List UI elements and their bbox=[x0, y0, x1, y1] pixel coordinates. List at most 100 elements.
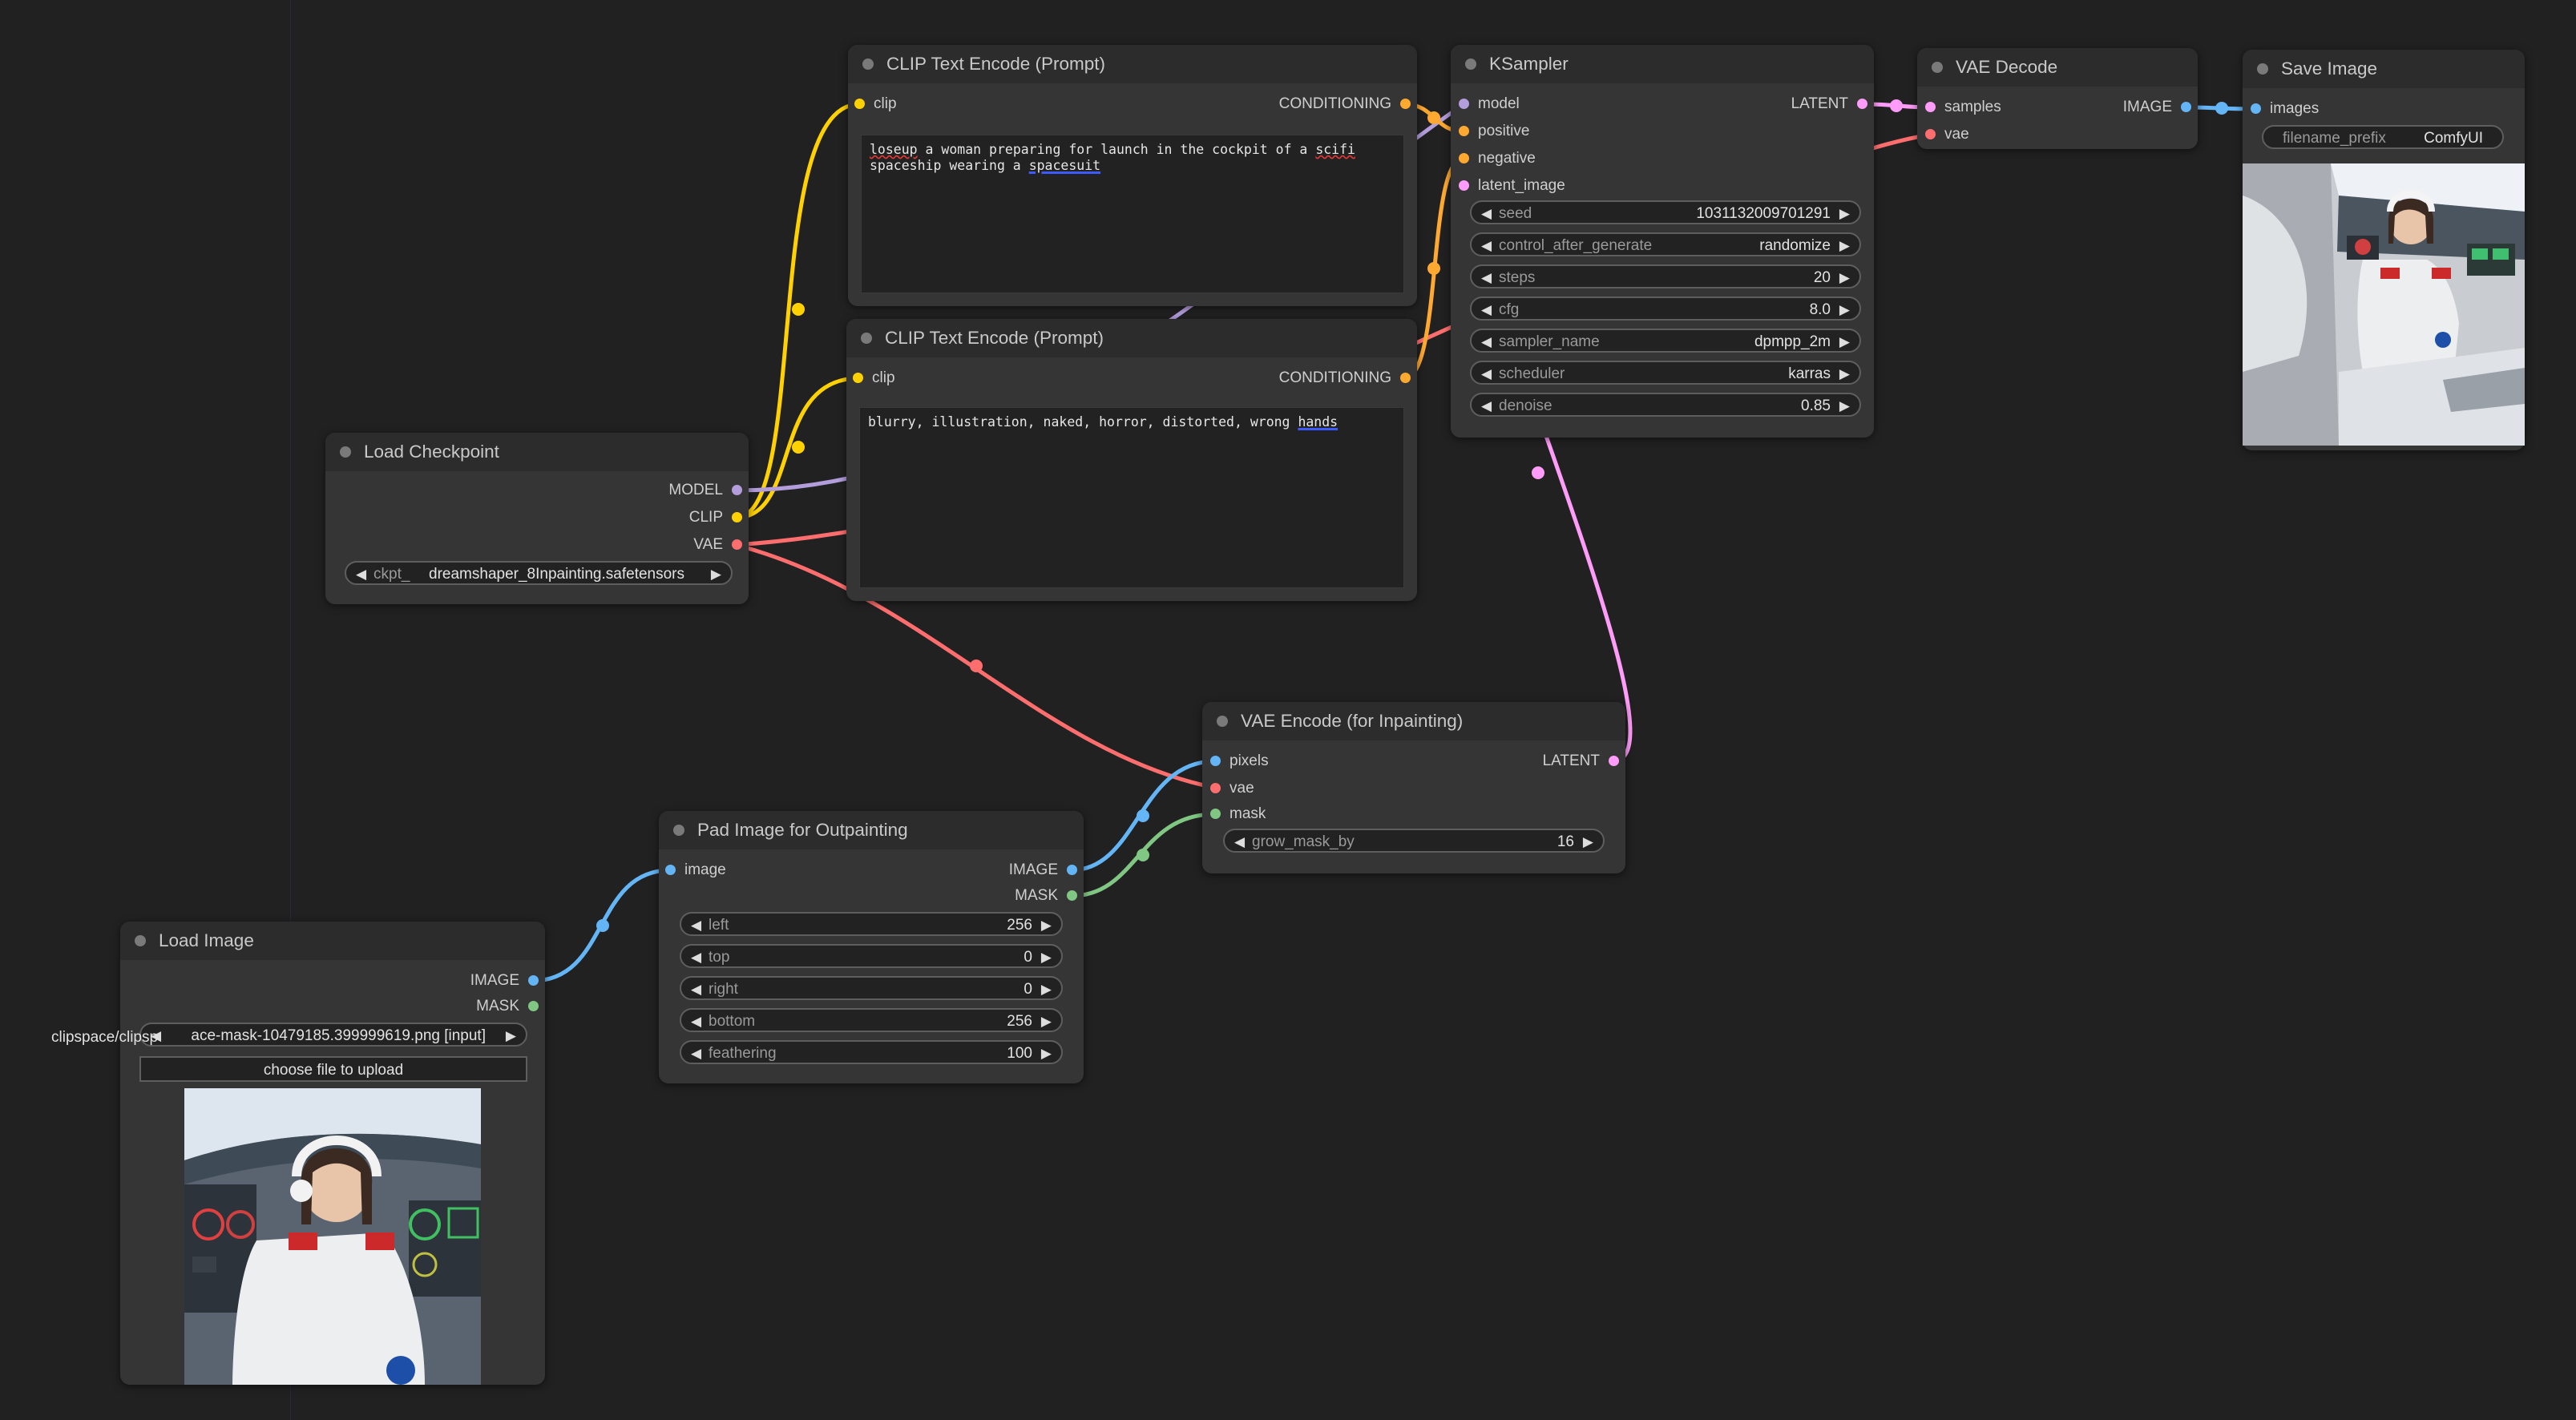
decrement-arrow-icon[interactable]: ◀ bbox=[691, 982, 702, 997]
input-slot-samples[interactable]: samples bbox=[1925, 96, 2001, 119]
output-pin-icon[interactable] bbox=[732, 512, 742, 522]
input-pin-icon[interactable] bbox=[1459, 126, 1469, 136]
input-pin-icon[interactable] bbox=[1459, 180, 1469, 191]
node-title[interactable]: CLIP Text Encode (Prompt) bbox=[846, 319, 1417, 357]
increment-arrow-icon[interactable]: ▶ bbox=[1040, 982, 1052, 997]
decrement-arrow-icon[interactable]: ◀ bbox=[691, 918, 702, 933]
output-slot-mask[interactable]: MASK bbox=[476, 995, 539, 1018]
output-pin-icon[interactable] bbox=[1609, 756, 1619, 766]
output-pin-icon[interactable] bbox=[1857, 99, 1867, 109]
input-slot-vae[interactable]: vae bbox=[1925, 123, 1969, 146]
output-slot-image[interactable]: IMAGE bbox=[1009, 859, 1077, 881]
node-title[interactable]: Load Checkpoint bbox=[325, 433, 749, 471]
output-pin-icon[interactable] bbox=[2181, 102, 2191, 112]
input-pin-icon[interactable] bbox=[1925, 102, 1936, 112]
increment-arrow-icon[interactable]: ▶ bbox=[1040, 1014, 1052, 1029]
output-pin-icon[interactable] bbox=[1067, 865, 1077, 875]
input-slot-latent-image[interactable]: latent_image bbox=[1459, 175, 1565, 197]
decrement-arrow-icon[interactable]: ◀ bbox=[1481, 206, 1492, 221]
node-title[interactable]: Save Image bbox=[2243, 50, 2525, 88]
output-slot-mask[interactable]: MASK bbox=[1015, 885, 1077, 907]
output-pin-icon[interactable] bbox=[732, 539, 742, 550]
collapse-dot-icon[interactable] bbox=[2257, 63, 2268, 75]
collapse-dot-icon[interactable] bbox=[1217, 716, 1228, 727]
output-pin-icon[interactable] bbox=[528, 975, 539, 986]
node-load-checkpoint[interactable]: Load Checkpoint MODEL CLIP VAE ◀ckpt_dre… bbox=[325, 433, 749, 604]
decrement-arrow-icon[interactable]: ◀ bbox=[1481, 238, 1492, 253]
node-title[interactable]: VAE Encode (for Inpainting) bbox=[1202, 702, 1625, 740]
node-load-image[interactable]: Load Image IMAGE MASK ◀ace-mask-10479185… bbox=[120, 922, 545, 1385]
node-title[interactable]: CLIP Text Encode (Prompt) bbox=[848, 45, 1417, 83]
increment-arrow-icon[interactable]: ▶ bbox=[1839, 366, 1850, 381]
input-pin-icon[interactable] bbox=[853, 373, 863, 383]
collapse-dot-icon[interactable] bbox=[340, 446, 351, 458]
output-pin-icon[interactable] bbox=[528, 1001, 539, 1011]
output-slot-conditioning[interactable]: CONDITIONING bbox=[1279, 93, 1411, 115]
collapse-dot-icon[interactable] bbox=[1932, 62, 1943, 73]
node-title[interactable]: VAE Decode bbox=[1917, 48, 2198, 87]
input-slot-images[interactable]: images bbox=[2251, 98, 2319, 120]
node-vae-decode[interactable]: VAE Decode samples vae IMAGE bbox=[1917, 48, 2198, 149]
decrement-arrow-icon[interactable]: ◀ bbox=[1481, 398, 1492, 413]
output-pin-icon[interactable] bbox=[732, 485, 742, 495]
collapse-dot-icon[interactable] bbox=[1465, 58, 1476, 70]
node-title[interactable]: Load Image bbox=[120, 922, 545, 960]
output-slot-conditioning[interactable]: CONDITIONING bbox=[1279, 367, 1411, 389]
widget-image-select[interactable]: ◀ace-mask-10479185.399999619.png [input]… bbox=[139, 1023, 527, 1047]
input-slot-vae[interactable]: vae bbox=[1210, 777, 1254, 800]
node-pad-image-outpainting[interactable]: Pad Image for Outpainting image IMAGE MA… bbox=[659, 811, 1084, 1083]
increment-arrow-icon[interactable]: ▶ bbox=[1040, 950, 1052, 965]
increment-arrow-icon[interactable]: ▶ bbox=[1839, 302, 1850, 317]
collapse-dot-icon[interactable] bbox=[135, 935, 146, 946]
node-vae-encode-inpainting[interactable]: VAE Encode (for Inpainting) pixels vae m… bbox=[1202, 702, 1625, 873]
output-image-preview[interactable] bbox=[2243, 163, 2525, 446]
widget-ckpt-name[interactable]: ◀ckpt_dreamshaper_8Inpainting.safetensor… bbox=[345, 561, 733, 585]
input-slot-image[interactable]: image bbox=[665, 859, 726, 881]
input-pin-icon[interactable] bbox=[1210, 783, 1221, 793]
input-pin-icon[interactable] bbox=[854, 99, 865, 109]
input-slot-clip[interactable]: clip bbox=[854, 93, 897, 115]
collapse-dot-icon[interactable] bbox=[861, 333, 872, 344]
increment-arrow-icon[interactable]: ▶ bbox=[1839, 206, 1850, 221]
input-pin-icon[interactable] bbox=[1459, 153, 1469, 163]
input-pin-icon[interactable] bbox=[665, 865, 676, 875]
increment-arrow-icon[interactable]: ▶ bbox=[1582, 834, 1593, 849]
input-slot-mask[interactable]: mask bbox=[1210, 803, 1266, 825]
collapse-dot-icon[interactable] bbox=[862, 58, 874, 70]
input-slot-clip[interactable]: clip bbox=[853, 367, 895, 389]
input-pin-icon[interactable] bbox=[1925, 129, 1936, 139]
output-slot-image[interactable]: IMAGE bbox=[2123, 96, 2191, 119]
node-title[interactable]: Pad Image for Outpainting bbox=[659, 811, 1084, 849]
input-pin-icon[interactable] bbox=[1459, 99, 1469, 109]
increment-arrow-icon[interactable]: ▶ bbox=[1040, 918, 1052, 933]
decrement-arrow-icon[interactable]: ◀ bbox=[691, 1014, 702, 1029]
output-pin-icon[interactable] bbox=[1067, 890, 1077, 901]
node-clip-text-encode-negative[interactable]: CLIP Text Encode (Prompt) clip CONDITION… bbox=[846, 319, 1417, 601]
decrement-arrow-icon[interactable]: ◀ bbox=[1234, 834, 1246, 849]
decrement-arrow-icon[interactable]: ◀ bbox=[691, 1046, 702, 1061]
increment-arrow-icon[interactable]: ▶ bbox=[1839, 398, 1850, 413]
increment-arrow-icon[interactable]: ▶ bbox=[710, 567, 721, 582]
increment-arrow-icon[interactable]: ▶ bbox=[1839, 270, 1850, 285]
output-slot-clip[interactable]: CLIP bbox=[689, 506, 742, 529]
output-slot-model[interactable]: MODEL bbox=[668, 479, 742, 502]
node-clip-text-encode-positive[interactable]: CLIP Text Encode (Prompt) clip CONDITION… bbox=[848, 45, 1417, 306]
input-image-preview[interactable] bbox=[184, 1088, 481, 1385]
increment-arrow-icon[interactable]: ▶ bbox=[1839, 238, 1850, 253]
output-slot-image[interactable]: IMAGE bbox=[470, 970, 539, 992]
decrement-arrow-icon[interactable]: ◀ bbox=[1481, 270, 1492, 285]
output-slot-latent[interactable]: LATENT bbox=[1543, 750, 1619, 773]
decrement-arrow-icon[interactable]: ◀ bbox=[1481, 334, 1492, 349]
